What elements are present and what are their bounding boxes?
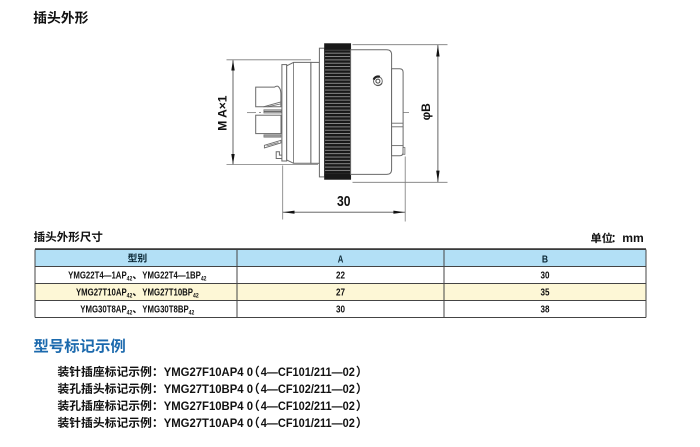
svg-text:22: 22 <box>336 271 345 282</box>
svg-text:YMG22T4—1AP: YMG22T4—1AP <box>68 271 127 282</box>
svg-text:YMG27T10BP: YMG27T10BP <box>142 288 193 299</box>
svg-text:4—CF101/211—02: 4—CF101/211—02 <box>261 416 355 430</box>
svg-text:42: 42 <box>189 310 195 317</box>
svg-text:27: 27 <box>336 288 345 299</box>
svg-text:φB: φB <box>419 103 433 121</box>
svg-text:A: A <box>338 255 344 266</box>
svg-text:38: 38 <box>541 305 550 316</box>
svg-text:YMG27F10AP4 0: YMG27F10AP4 0 <box>164 365 254 379</box>
svg-text:30: 30 <box>541 271 550 282</box>
svg-text:YMG30T8AP: YMG30T8AP <box>80 305 127 316</box>
svg-text:YMG27T10AP: YMG27T10AP <box>76 288 127 299</box>
svg-text:4—CF101/211—02: 4—CF101/211—02 <box>261 365 355 379</box>
svg-text:35: 35 <box>541 288 550 299</box>
svg-text:YMG22T4—1BP: YMG22T4—1BP <box>142 271 201 282</box>
svg-text:YMG30T8BP: YMG30T8BP <box>142 305 189 316</box>
svg-text:4—CF102/211—02: 4—CF102/211—02 <box>261 382 355 396</box>
svg-text:YMG27T10BP4 0: YMG27T10BP4 0 <box>164 382 254 396</box>
svg-text:42: 42 <box>127 276 133 283</box>
svg-text:30: 30 <box>336 305 345 316</box>
svg-text:42: 42 <box>193 293 199 300</box>
svg-text:4—CF102/211—02: 4—CF102/211—02 <box>261 399 355 413</box>
svg-text:mm: mm <box>622 231 644 245</box>
svg-text:B: B <box>542 255 548 266</box>
svg-text:YMG27T10AP4 0: YMG27T10AP4 0 <box>164 416 254 430</box>
svg-text:M A×1: M A×1 <box>215 95 229 131</box>
svg-text:42: 42 <box>127 310 133 317</box>
svg-text:30: 30 <box>337 193 351 210</box>
svg-text:42: 42 <box>127 293 133 300</box>
svg-text:42: 42 <box>201 276 207 283</box>
svg-text:YMG27F10BP4 0: YMG27F10BP4 0 <box>164 399 254 413</box>
